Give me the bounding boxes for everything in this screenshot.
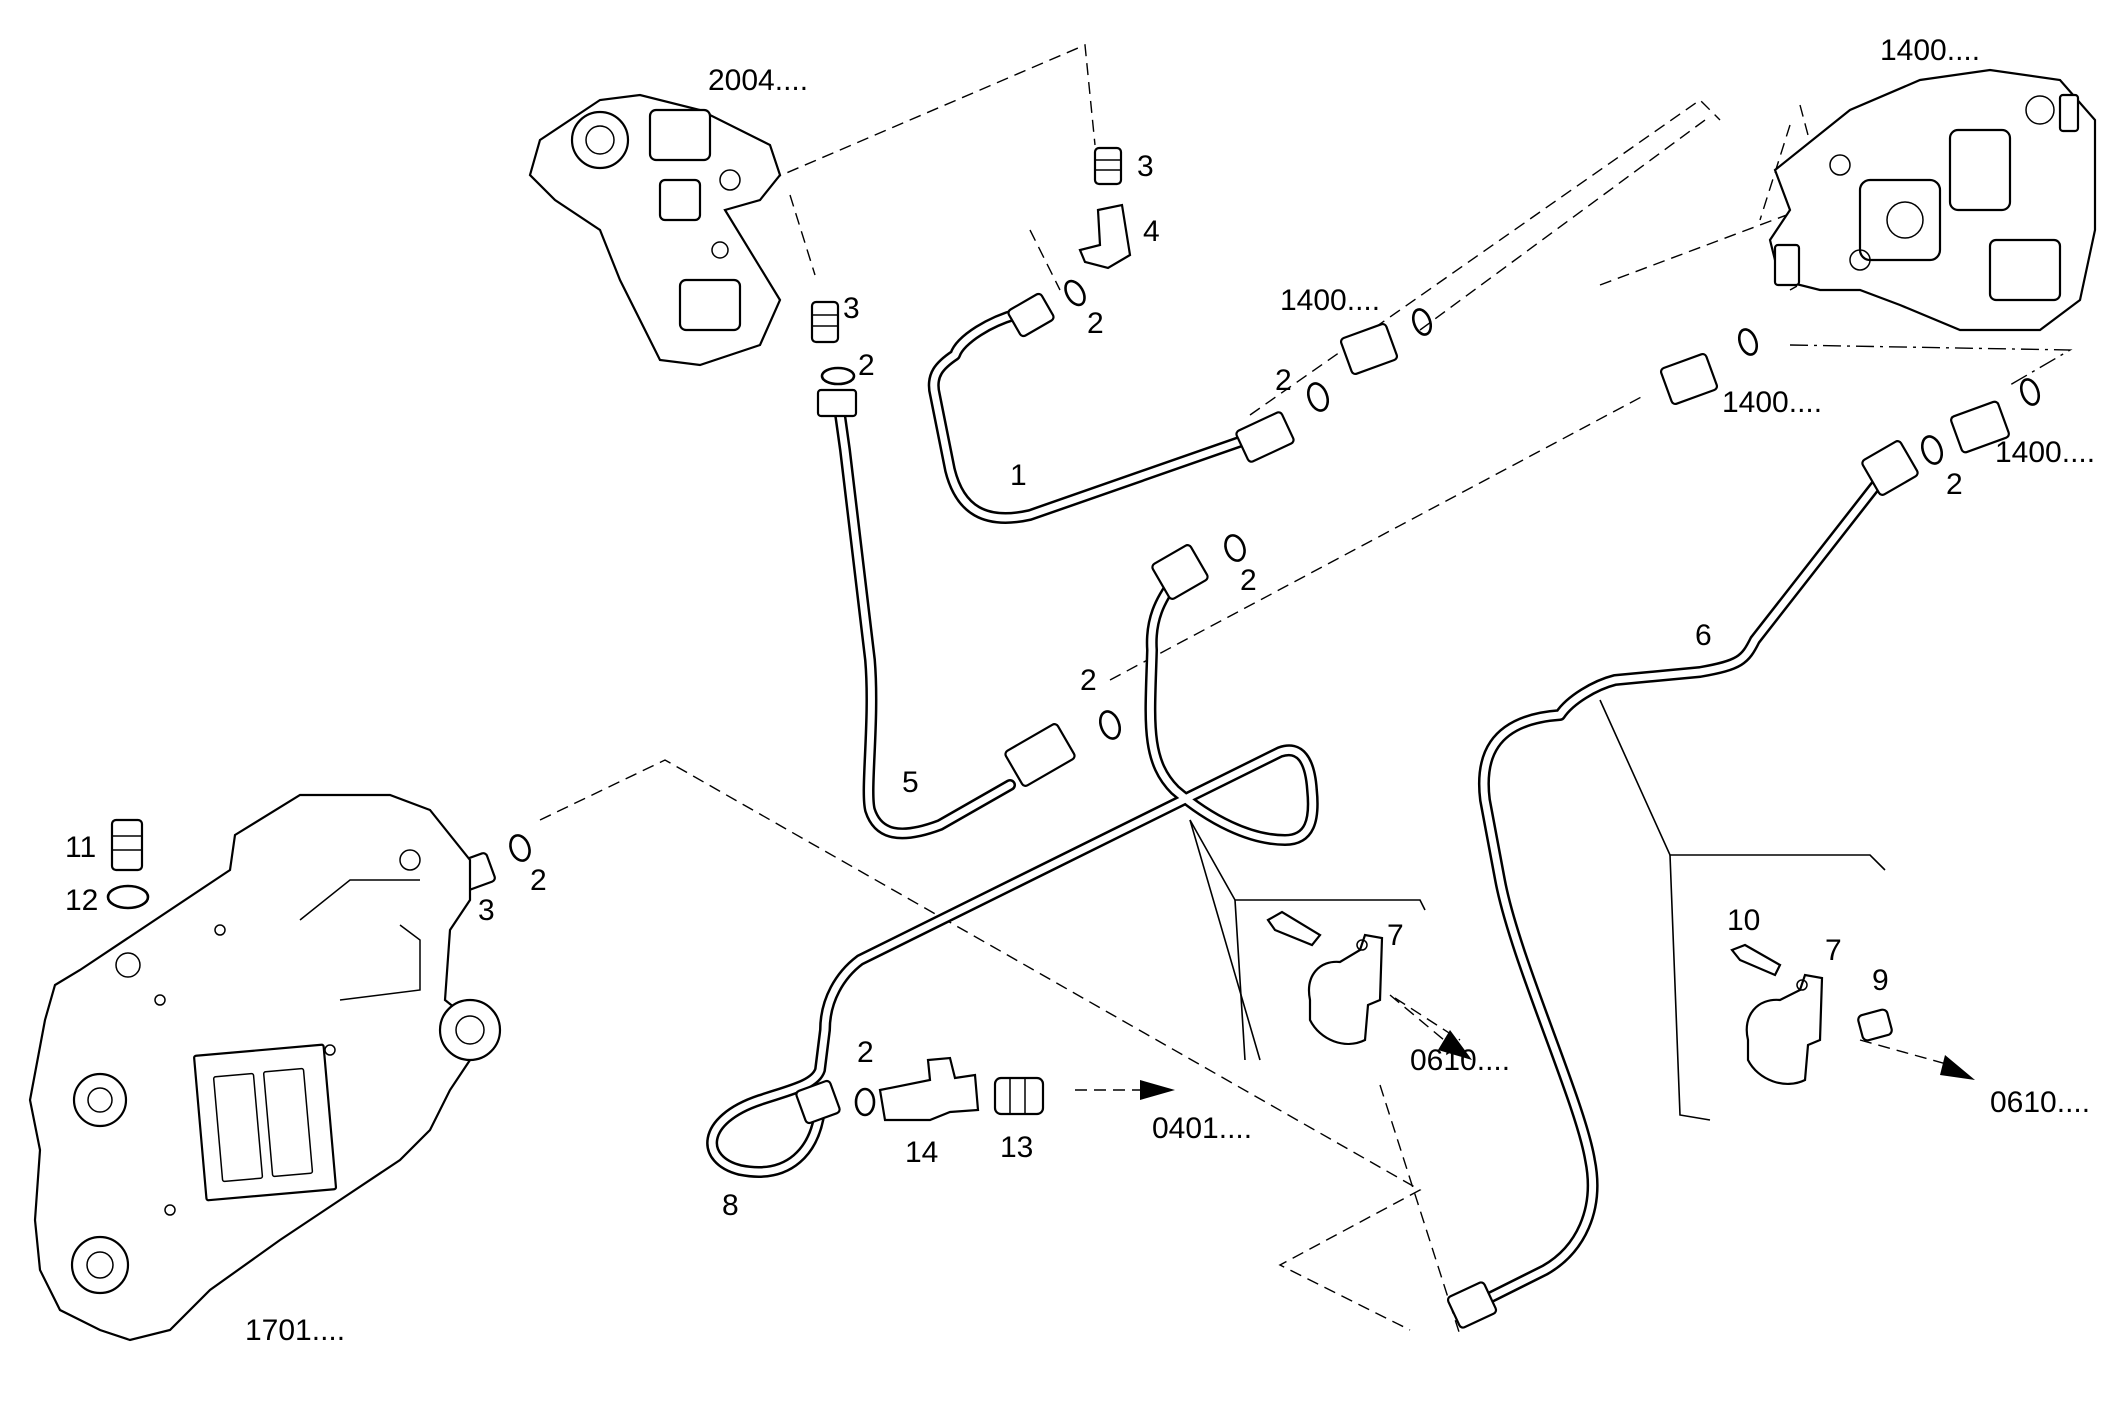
label-part-2-c: 2 [1275,364,1292,397]
label-part-2-h: 2 [857,1036,874,1069]
label-part-7-b: 7 [1825,934,1842,967]
label-part-9: 9 [1872,964,1889,997]
callout-labels: 2004.... 1400.... 1400.... 1400.... 1400… [65,34,2095,1347]
label-ref-1400-top: 1400.... [1880,34,1980,67]
pipe-6 [1469,474,1886,1311]
assembly-1400-pump [1768,68,2097,332]
clip-leader-lines [1189,699,1886,1121]
label-part-12: 12 [65,884,98,917]
label-part-10: 10 [1727,904,1760,937]
pipe-clip-7b [1745,973,1824,1085]
label-part-5: 5 [902,766,919,799]
connector-parts [110,146,2010,1122]
assembly-2004-filter-bracket [528,93,782,367]
label-part-8: 8 [722,1189,739,1222]
label-ref-1400-a: 1400.... [1280,284,1380,317]
pipe-5 [832,394,1016,840]
label-ref-2004: 2004.... [708,64,808,97]
label-part-3-c: 3 [478,894,495,927]
label-part-14: 14 [905,1136,938,1169]
label-part-2-b: 2 [858,349,875,382]
label-ref-0610-a: 0610.... [1410,1044,1510,1077]
label-ref-1400-c: 1400.... [1995,436,2095,469]
pipe-1 [927,306,1251,524]
label-part-3-a: 3 [1137,150,1154,183]
label-ref-1400-b: 1400.... [1722,386,1822,419]
reference-arrows [1140,1030,1975,1100]
label-part-1: 1 [1010,459,1027,492]
label-ref-0610-b: 0610.... [1990,1086,2090,1119]
label-part-3-b: 3 [843,292,860,325]
label-part-13: 13 [1000,1131,1033,1164]
pipe-end-fittings [795,292,1919,1329]
label-part-6: 6 [1695,619,1712,652]
label-part-2-a: 2 [1087,307,1104,340]
pipe-clip-7a [1307,933,1384,1045]
o-rings [106,279,2041,1117]
label-part-2-e: 2 [1080,664,1097,697]
label-ref-1701: 1701.... [245,1314,345,1347]
label-part-2-g: 2 [530,864,547,897]
label-part-2-f: 2 [1946,468,1963,501]
label-part-11: 11 [65,831,96,864]
label-part-2-d: 2 [1240,564,1257,597]
pipe-8 [706,574,1319,1178]
label-ref-0401: 0401.... [1152,1112,1252,1145]
label-part-7-a: 7 [1387,919,1404,952]
label-part-4: 4 [1143,215,1160,248]
assembly-1701-housing-cover [28,793,502,1342]
